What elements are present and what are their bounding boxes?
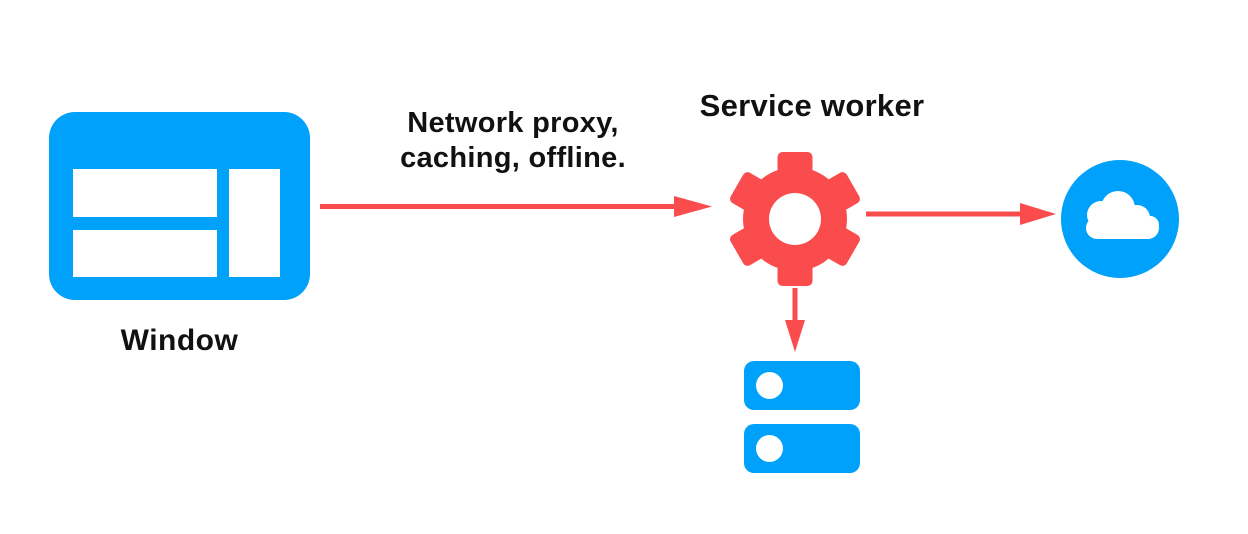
arrow-window-to-service-worker: [320, 196, 712, 217]
service-worker-label: Service worker: [699, 88, 925, 123]
browser-window-icon: [49, 112, 310, 300]
storage-disk-indicator: [756, 435, 783, 462]
gear-icon: [730, 152, 860, 286]
window-pane-top: [73, 169, 217, 217]
arrow-service-worker-to-network: [866, 203, 1056, 225]
edge-label-network-proxy: Network proxy, caching, offline.: [333, 106, 693, 176]
storage-disk-bottom: [744, 424, 860, 473]
storage-stack-icon: [744, 361, 860, 473]
storage-disk-top: [744, 361, 860, 410]
window-label: Window: [120, 324, 239, 357]
storage-disk-indicator: [756, 372, 783, 399]
window-pane-sidebar: [229, 169, 280, 277]
edge-label-line-2: caching, offline.: [400, 142, 626, 174]
arrow-service-worker-to-cache: [785, 288, 805, 352]
cloud-icon: [1061, 160, 1179, 278]
cloud-glyph: [1086, 191, 1159, 239]
window-pane-bottom: [73, 230, 217, 277]
edge-label-line-1: Network proxy,: [407, 107, 619, 139]
